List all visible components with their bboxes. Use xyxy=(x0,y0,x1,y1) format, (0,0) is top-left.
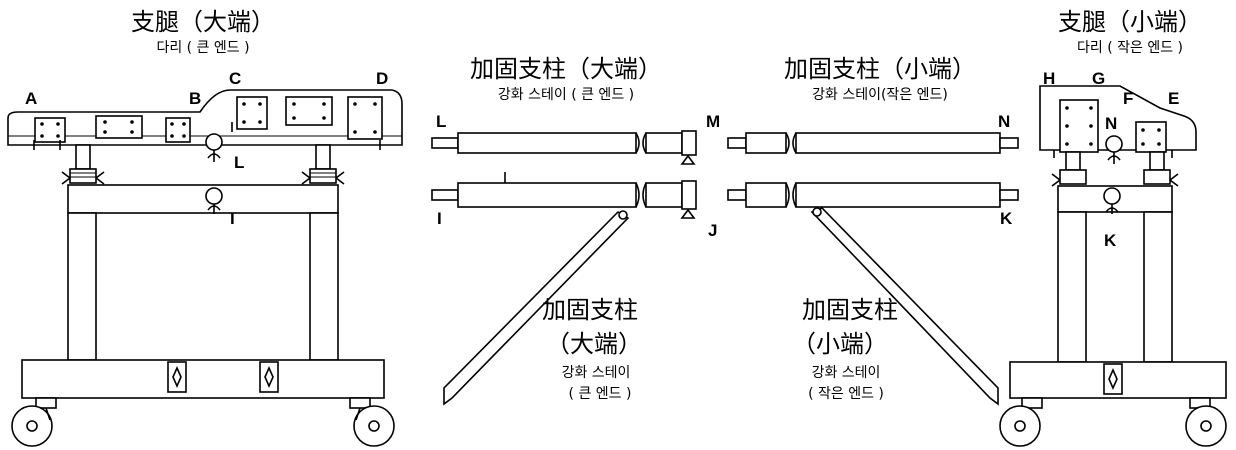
label-n-brace: N xyxy=(998,112,1010,131)
brace-large-title-cn: 加固支柱（大端） xyxy=(470,55,662,83)
label-i-left: I xyxy=(230,209,235,228)
label-b: B xyxy=(189,89,201,108)
label-j: J xyxy=(708,221,717,240)
label-a: A xyxy=(25,89,37,108)
brace-small-end-top xyxy=(727,132,1019,154)
label-l-brace: L xyxy=(436,112,446,131)
label-i-brace: I xyxy=(437,209,442,228)
label-c: C xyxy=(229,69,241,88)
diag-small-cn-1: 加固支柱 xyxy=(802,296,898,324)
leg-small-title-kr: 다리 ( 작은 엔드 ) xyxy=(1077,40,1183,56)
diag-small-kr-2: ( 작은 엔드 ) xyxy=(808,386,884,402)
diag-large-cn-2: （大端） xyxy=(546,330,642,358)
label-g: G xyxy=(1092,69,1105,88)
brace-large-title-kr: 강화 스테이 ( 큰 엔드 ) xyxy=(498,87,634,103)
label-h: H xyxy=(1043,69,1055,88)
diag-large-kr-2: ( 큰 엔드 ) xyxy=(569,386,632,402)
label-e: E xyxy=(1168,89,1179,108)
brace-small-end-bottom xyxy=(727,182,1019,208)
brace-small-title-cn: 加固支柱（小端） xyxy=(784,55,976,83)
label-k-right: K xyxy=(1104,231,1117,250)
brace-small-title-kr: 강화 스테이(작은 엔드) xyxy=(812,87,948,103)
diag-large-cn-1: 加固支柱 xyxy=(542,296,638,324)
leg-large-title-cn: 支腿（大端） xyxy=(131,8,275,36)
leg-large-end xyxy=(7,89,403,447)
brace-large-end-bottom xyxy=(431,172,697,219)
diagonal-brace-large-end xyxy=(443,210,630,406)
captions: 支腿（大端） 다리 ( 큰 엔드 ) 加固支柱（大端） 강화 스테이 ( 큰 엔… xyxy=(131,8,1202,402)
brace-large-end-top xyxy=(431,130,697,165)
label-d: D xyxy=(376,69,388,88)
leg-small-title-cn: 支腿（小端） xyxy=(1058,8,1202,36)
diag-large-kr-1: 강화 스테이 xyxy=(562,365,631,381)
label-m: M xyxy=(706,112,720,131)
label-l-left: L xyxy=(234,153,244,172)
label-f: F xyxy=(1123,89,1133,108)
leg-large-title-kr: 다리 ( 큰 엔드 ) xyxy=(156,40,249,56)
diagonal-brace-small-end xyxy=(810,207,999,406)
label-k-brace: K xyxy=(1000,209,1013,228)
leg-small-end xyxy=(999,85,1227,447)
diag-small-cn-2: （小端） xyxy=(792,330,888,358)
label-n-right: N xyxy=(1105,114,1117,133)
diag-small-kr-1: 강화 스테이 xyxy=(812,365,881,381)
part-labels: A B C D L I L I M J N K H G F E N K xyxy=(25,69,1179,250)
